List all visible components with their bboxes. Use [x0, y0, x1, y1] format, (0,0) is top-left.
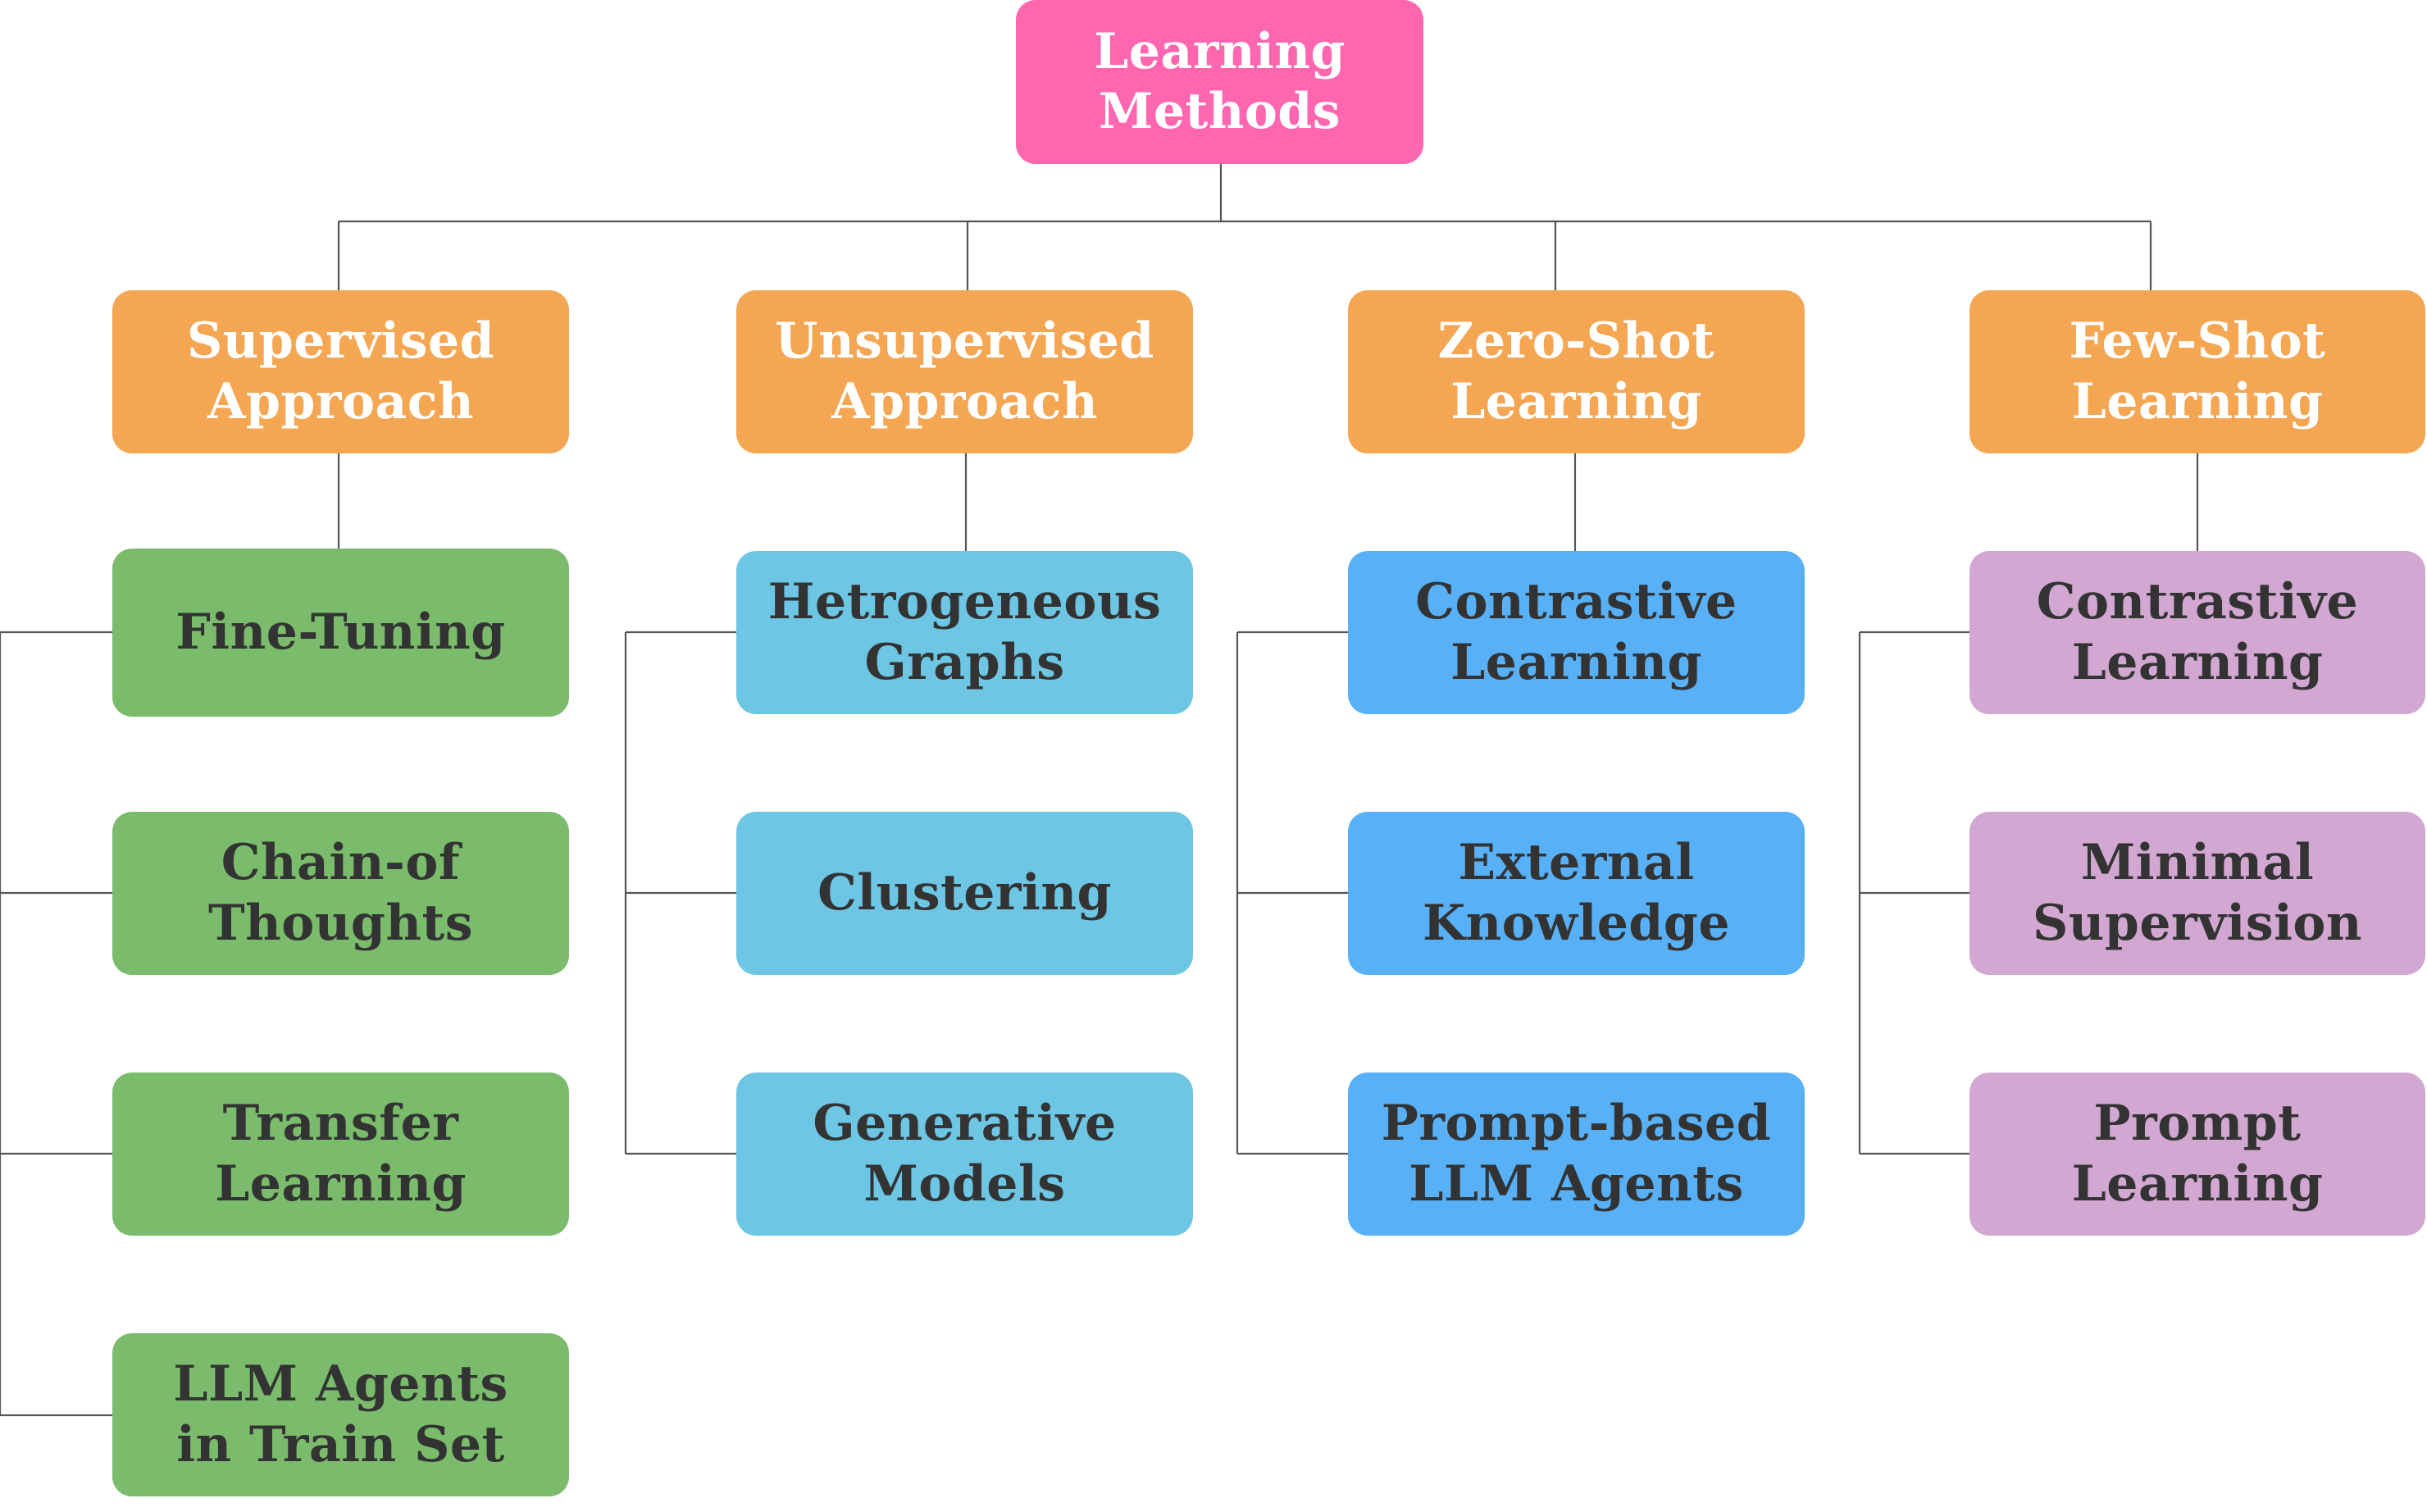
category-label-line-2: Approach: [207, 372, 475, 430]
category-node-few-shot: Few-Shot Learning: [1969, 290, 2425, 453]
root-label-line-1: Learning: [1094, 22, 1346, 80]
leaf-node-llm-agents-train-set: LLM Agents in Train Set: [112, 1333, 569, 1496]
leaf-label-line-1: Clustering: [817, 863, 1112, 922]
category-node-unsupervised: Unsupervised Approach: [736, 290, 1193, 453]
leaf-node-hetrogeneous-graphs: Hetrogeneous Graphs: [736, 551, 1193, 714]
leaf-node-few-shot-contrastive-learning: Contrastive Learning: [1969, 551, 2425, 714]
leaf-label-line-1: Prompt-based: [1381, 1095, 1772, 1153]
category-node-zero-shot: Zero-Shot Learning: [1348, 290, 1805, 453]
leaf-label-line-1: Chain-of: [221, 834, 461, 892]
leaf-node-transfer-learning: Transfer Learning: [112, 1073, 569, 1236]
leaf-label-line-1: Fine-Tuning: [175, 603, 506, 661]
category-label-line-1: Unsupervised: [775, 312, 1154, 371]
leaf-label-line-1: Minimal: [2080, 834, 2315, 892]
category-label-line-1: Few-Shot: [2069, 312, 2326, 371]
leaf-label-line-2: Learning: [2071, 633, 2324, 691]
category-label-line-2: Learning: [2071, 372, 2324, 430]
leaf-node-chain-of-thoughts: Chain-of Thoughts: [112, 812, 569, 975]
leaf-label-line-2: Graphs: [864, 633, 1065, 691]
leaf-label-line-1: External: [1458, 834, 1695, 892]
category-node-supervised: Supervised Approach: [112, 290, 569, 453]
leaf-label-line-2: Models: [863, 1154, 1066, 1213]
category-label-line-1: Zero-Shot: [1437, 312, 1715, 371]
leaf-label-line-2: Learning: [1450, 633, 1702, 691]
leaf-node-prompt-based-llm-agents: Prompt-based LLM Agents: [1348, 1073, 1805, 1236]
leaf-label-line-1: Prompt: [2093, 1095, 2302, 1153]
leaf-label-line-1: Hetrogeneous: [767, 573, 1162, 631]
leaf-node-fine-tuning: Fine-Tuning: [112, 549, 569, 717]
leaf-label-line-1: Contrastive: [1415, 573, 1737, 631]
leaf-label-line-1: LLM Agents: [173, 1355, 508, 1414]
category-label-line-2: Approach: [831, 372, 1099, 430]
leaf-node-prompt-learning: Prompt Learning: [1969, 1073, 2425, 1236]
leaf-label-line-1: Generative: [813, 1095, 1117, 1153]
category-label-line-1: Supervised: [186, 312, 495, 371]
leaf-node-minimal-supervision: Minimal Supervision: [1969, 812, 2425, 975]
leaf-node-generative-models: Generative Models: [736, 1073, 1193, 1236]
leaf-label-line-2: Thoughts: [208, 894, 473, 952]
leaf-label-line-2: LLM Agents: [1409, 1154, 1744, 1213]
root-node-learning-methods: Learning Methods: [1016, 0, 1423, 164]
leaf-node-zero-shot-contrastive-learning: Contrastive Learning: [1348, 551, 1805, 714]
leaf-node-external-knowledge: External Knowledge: [1348, 812, 1805, 975]
leaf-label-line-1: Contrastive: [2036, 573, 2359, 631]
root-label-line-2: Methods: [1098, 83, 1341, 140]
leaf-node-clustering: Clustering: [736, 812, 1193, 975]
leaf-label-line-2: Learning: [215, 1154, 467, 1213]
leaf-label-line-1: Transfer: [222, 1095, 459, 1153]
leaf-label-line-2: Learning: [2071, 1154, 2324, 1213]
leaf-label-line-2: Supervision: [2032, 894, 2363, 952]
leaf-label-line-2: Knowledge: [1423, 894, 1730, 952]
leaf-label-line-2: in Train Set: [176, 1415, 505, 1473]
category-label-line-2: Learning: [1450, 372, 1702, 430]
